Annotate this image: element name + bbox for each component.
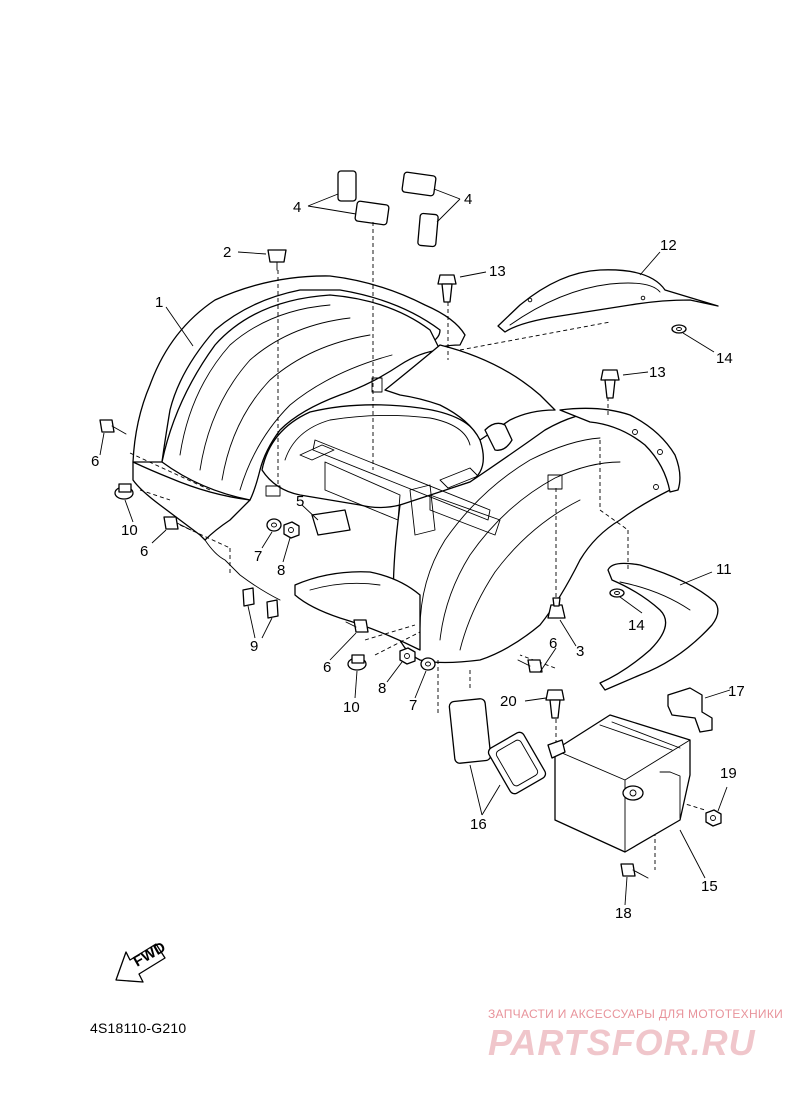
watermark-tagline: ЗАПЧАСТИ И АКСЕССУАРЫ ДЛЯ МОТОТЕХНИКИ bbox=[488, 1007, 784, 1021]
callout-2: 2 bbox=[223, 244, 231, 261]
callout-10b: 10 bbox=[343, 699, 360, 716]
callout-8b: 8 bbox=[378, 680, 386, 697]
callout-10a: 10 bbox=[121, 522, 138, 539]
callout-13a: 13 bbox=[489, 263, 506, 280]
pad-4-group bbox=[307, 170, 461, 248]
box-15 bbox=[547, 714, 706, 879]
callout-7b: 7 bbox=[409, 697, 417, 714]
leaders bbox=[99, 251, 728, 906]
callout-5: 5 bbox=[296, 493, 304, 510]
install-lines bbox=[129, 222, 706, 870]
callout-4a: 4 bbox=[293, 199, 301, 216]
callout-3: 3 bbox=[576, 643, 584, 660]
callout-1: 1 bbox=[155, 294, 163, 311]
flap-11 bbox=[599, 562, 719, 691]
callout-12: 12 bbox=[660, 237, 677, 254]
pad-16-group bbox=[448, 698, 547, 816]
bracket-17 bbox=[667, 687, 731, 733]
callout-6a: 6 bbox=[91, 453, 99, 470]
callout-6b: 6 bbox=[140, 543, 148, 560]
callout-14a: 14 bbox=[716, 350, 733, 367]
callout-4b: 4 bbox=[464, 191, 472, 208]
fasteners bbox=[99, 249, 722, 879]
callout-13b: 13 bbox=[649, 364, 666, 381]
rear-fender-1 bbox=[132, 275, 681, 664]
diagram-code: 4S18110-G210 bbox=[90, 1020, 187, 1036]
watermark-logo: PARTSFOR.RU bbox=[488, 1022, 756, 1063]
callout-6d: 6 bbox=[549, 635, 557, 652]
callout-9: 9 bbox=[250, 638, 258, 655]
callout-18: 18 bbox=[615, 905, 632, 922]
callout-16: 16 bbox=[470, 816, 487, 833]
callout-19: 19 bbox=[720, 765, 737, 782]
callout-17: 17 bbox=[728, 683, 745, 700]
callout-15: 15 bbox=[701, 878, 718, 895]
tray-5 bbox=[301, 504, 351, 536]
callout-20: 20 bbox=[500, 693, 517, 710]
callout-6c: 6 bbox=[323, 659, 331, 676]
callout-14b: 14 bbox=[628, 617, 645, 634]
callout-7a: 7 bbox=[254, 548, 262, 565]
callout-labels: 1 2 3 4 4 5 6 6 6 6 7 7 8 8 9 10 10 11 1… bbox=[91, 191, 745, 922]
callout-8a: 8 bbox=[277, 562, 285, 579]
flap-12 bbox=[497, 251, 719, 333]
callout-11: 11 bbox=[716, 561, 732, 578]
fwd-arrow-icon: FWD bbox=[115, 939, 169, 983]
